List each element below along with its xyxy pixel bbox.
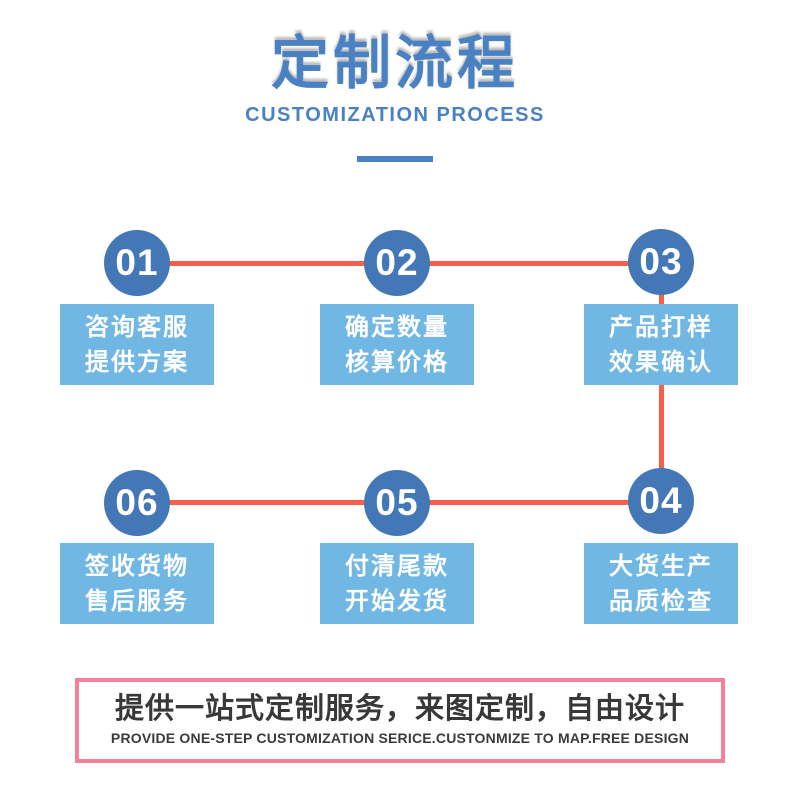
step-text-line2: 核算价格 <box>345 348 449 376</box>
step-box-05: 付清尾款 开始发货 <box>320 543 474 624</box>
page-subtitle: CUSTOMIZATION PROCESS <box>245 104 545 126</box>
promo-banner: 提供一站式定制服务，来图定制，自由设计 PROVIDE ONE-STEP CUS… <box>75 678 725 763</box>
step-box-01: 咨询客服 提供方案 <box>60 304 214 385</box>
step-circle-04: 04 <box>628 468 694 534</box>
step-text-line1: 确定数量 <box>345 313 449 341</box>
step-text-line1: 咨询客服 <box>85 313 189 341</box>
step-box-06: 签收货物 售后服务 <box>60 543 214 624</box>
step-text-line2: 效果确认 <box>609 348 713 376</box>
step-text-line2: 品质检查 <box>609 587 713 615</box>
step-text-line2: 开始发货 <box>345 587 449 615</box>
step-text-line1: 大货生产 <box>609 552 713 580</box>
step-text-line2: 提供方案 <box>85 348 189 376</box>
step-text-line1: 产品打样 <box>609 313 713 341</box>
promo-banner-en-text: PROVIDE ONE-STEP CUSTOMIZATION SERICE.CU… <box>110 730 690 746</box>
step-number: 06 <box>115 482 159 523</box>
title-underline <box>357 156 433 162</box>
step-number: 05 <box>375 482 419 523</box>
page-title: 定制流程 <box>270 31 519 96</box>
step-box-02: 确定数量 核算价格 <box>320 304 474 385</box>
promo-banner-cn-text: 提供一站式定制服务，来图定制，自由设计 <box>114 693 685 725</box>
step-text-line1: 付清尾款 <box>345 552 449 580</box>
step-box-04: 大货生产 品质检查 <box>584 543 738 624</box>
step-circle-01: 01 <box>104 230 170 296</box>
step-circle-02: 02 <box>364 230 430 296</box>
step-circle-05: 05 <box>364 470 430 536</box>
page-header: 定制流程 CUSTOMIZATION PROCESS <box>0 0 790 162</box>
step-number: 04 <box>639 480 683 521</box>
step-number: 01 <box>115 242 159 283</box>
step-text-line1: 签收货物 <box>85 552 189 580</box>
step-text-line2: 售后服务 <box>85 587 189 615</box>
step-circle-06: 06 <box>104 470 170 536</box>
step-number: 02 <box>375 242 419 283</box>
step-circle-03: 03 <box>628 229 694 295</box>
step-number: 03 <box>639 241 683 282</box>
step-box-03: 产品打样 效果确认 <box>584 304 738 385</box>
